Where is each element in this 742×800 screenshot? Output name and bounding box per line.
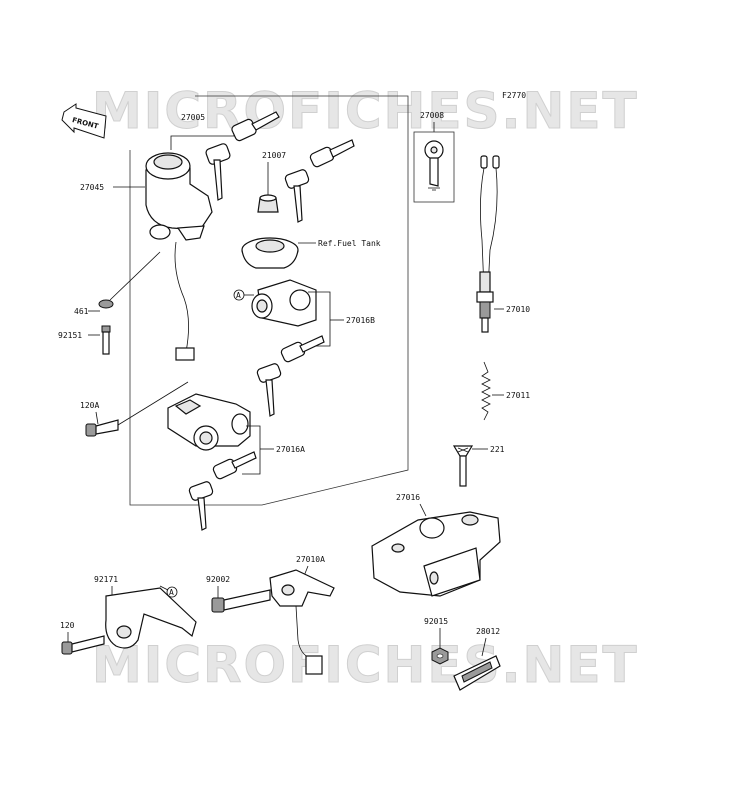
label-27016: 27016 [396, 493, 420, 502]
leader-120a [95, 411, 99, 425]
leader-27016a-bracket [242, 425, 261, 475]
label-27005: 27005 [181, 113, 205, 122]
key-blank-frame [413, 131, 455, 203]
ignition-wire [174, 241, 189, 353]
key-27016b-a-icon [280, 335, 325, 363]
sensor-27010-icon [476, 155, 500, 333]
key-blank-27008-icon [424, 140, 444, 191]
washer-461-icon [98, 299, 114, 309]
key-21007-b-icon [284, 169, 310, 223]
svg-text:A: A [236, 291, 241, 300]
ignition-connector-icon [175, 347, 195, 361]
label-27008: 27008 [420, 111, 444, 120]
bolt-120a-icon [85, 419, 119, 437]
lock-housing-27016-icon [371, 511, 501, 597]
leader-27016 [419, 503, 427, 517]
seat-lock-27016b-icon [251, 279, 317, 327]
watermark-bottom: MICROFICHES.NET [92, 636, 639, 694]
key-27005-a-icon [231, 111, 280, 142]
label-21007: 21007 [262, 151, 286, 160]
label-plate-28012-icon [453, 655, 501, 691]
fuel-tank-ring-icon [241, 237, 299, 269]
leader-28012 [481, 637, 487, 657]
label-92171: 92171 [94, 575, 118, 584]
label-120a: 120A [80, 401, 99, 410]
helmet-lock-27016a-icon [167, 393, 251, 451]
label-27045: 27045 [80, 183, 104, 192]
key-21007-a-icon [309, 139, 355, 168]
label-92002: 92002 [206, 575, 230, 584]
callout-a-lower-icon: A [166, 586, 178, 598]
key-27016b-b-icon [256, 363, 282, 417]
label-27016b: 27016B [346, 316, 375, 325]
label-27016a: 27016A [276, 445, 305, 454]
leader-ignition-washer [109, 251, 161, 301]
key-27016a-b-icon [188, 481, 214, 531]
label-27011: 27011 [506, 391, 530, 400]
spring-27011-icon [481, 361, 491, 421]
bracket-92171-icon [105, 587, 197, 649]
key-27016a-a-icon [212, 451, 257, 480]
label-27010a: 27010A [296, 555, 325, 564]
bolt-120-icon [61, 635, 105, 655]
screw-221-icon [452, 445, 474, 487]
label-27010: 27010 [506, 305, 530, 314]
leader-callout-a-lower [159, 585, 169, 591]
nut-92015-icon [431, 647, 449, 665]
label-92151: 92151 [58, 331, 82, 340]
bolt-92002-icon [211, 589, 271, 613]
ignition-switch-icon [145, 152, 213, 241]
label-461: 461 [74, 307, 89, 316]
label-221: 221 [490, 445, 505, 454]
label-120: 120 [60, 621, 75, 630]
screw-92151-icon [101, 325, 111, 355]
label-92015: 92015 [424, 617, 448, 626]
key-27005-b-icon [205, 143, 231, 201]
switch-27010a-icon [269, 569, 335, 675]
leader-27016b-bracket [308, 291, 331, 347]
figure-code: F2770 [502, 91, 526, 100]
ref-fuel-tank-note: Ref.Fuel Tank [318, 239, 381, 248]
lock-set-frame [129, 95, 409, 506]
front-arrow-icon: FRONT [61, 103, 107, 139]
leader-120a-to-lock [117, 381, 189, 426]
label-28012: 28012 [476, 627, 500, 636]
cap-21007-icon [257, 194, 279, 213]
watermark-top: MICROFICHES.NET [92, 82, 639, 140]
callout-a-icon: A [233, 289, 245, 301]
svg-text:A: A [169, 588, 174, 597]
